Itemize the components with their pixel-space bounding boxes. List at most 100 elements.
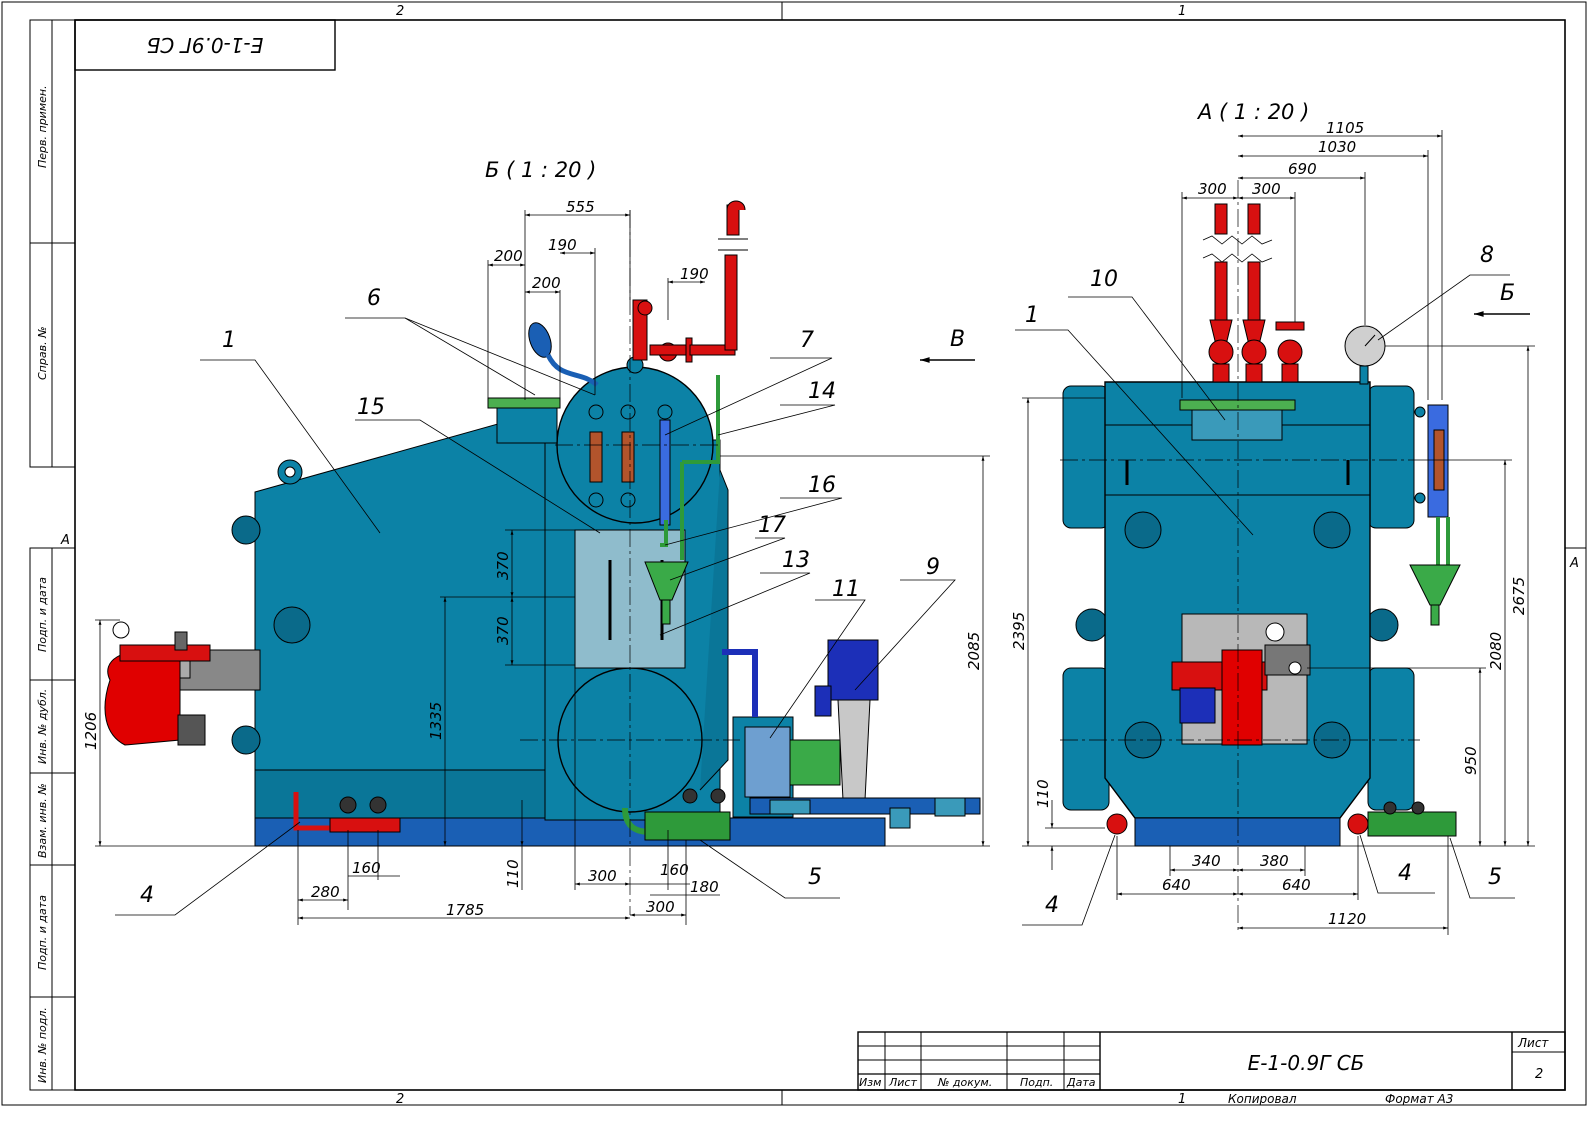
tb-list: Лист	[888, 1076, 917, 1089]
dim-1206: 1206	[82, 712, 100, 750]
tb-docum: № докум.	[937, 1076, 992, 1089]
dim-1105: 1105	[1326, 119, 1364, 137]
dim-300-b: 300	[646, 898, 675, 916]
tb-copied: Копировал	[1228, 1092, 1297, 1106]
tb-izm: Изм	[859, 1076, 881, 1089]
dim-1030: 1030	[1318, 138, 1356, 156]
view-a-title: А ( 1 : 20 )	[1196, 100, 1309, 124]
dim-300-a: 300	[588, 867, 617, 885]
callout-b-1: 1	[222, 328, 236, 353]
burner	[104, 621, 261, 746]
view-b-arrow-label: В	[950, 327, 965, 352]
callout-b-15: 15	[357, 395, 385, 420]
callout-b-16: 16	[808, 473, 836, 498]
callout-b-4: 4	[140, 883, 154, 908]
callouts-a	[1015, 274, 1515, 926]
zone-bottom-left: 2	[396, 1092, 404, 1107]
dim-690: 690	[1288, 160, 1317, 178]
drain-valves	[293, 792, 401, 833]
view-a: А ( 1 : 20 )	[1010, 100, 1535, 935]
callout-b-6: 6	[367, 286, 381, 311]
dim-160-a: 160	[352, 859, 381, 877]
strip-vzam-inv: Взам. инв. №	[36, 783, 49, 858]
dim-555: 555	[566, 198, 595, 216]
zone-side-left: A	[60, 533, 70, 548]
callout-b-11: 11	[832, 577, 860, 602]
callout-labels-b: 1 6 15 7 14 16 17 13 11 9 4 5	[140, 286, 940, 908]
dim-1120: 1120	[1328, 910, 1366, 928]
dim-2675: 2675	[1510, 577, 1528, 615]
cyclone-separator	[644, 561, 689, 601]
view-b-title: Б ( 1 : 20 )	[485, 158, 596, 182]
callout-b-13: 13	[782, 548, 810, 573]
burner-front	[1171, 622, 1311, 746]
top-stamp: Е-1-0.9Г СБ	[74, 19, 336, 71]
green-valve-group	[622, 788, 731, 841]
tb-sheet-label: Лист	[1517, 1036, 1549, 1050]
dim-labels-b: 555 200 190 200 190 370 370 1335 1206 20…	[82, 198, 983, 919]
view-a-arrow-label: Б	[1500, 281, 1515, 306]
dims-b	[95, 210, 990, 925]
pressure-gauge	[528, 322, 552, 358]
tb-sheet-number: 2	[1535, 1067, 1543, 1082]
side-strip: Перв. примен. Справ. № Подп. и дата Инв.…	[29, 19, 76, 1091]
dim-110-a: 110	[1034, 779, 1052, 808]
callouts-b	[115, 317, 956, 916]
dim-200-a: 200	[494, 247, 523, 265]
dim-340: 340	[1192, 852, 1221, 870]
callout-a-8: 8	[1480, 243, 1494, 268]
view-b: Б ( 1 : 20 )	[82, 158, 990, 925]
strip-inv-dubl: Инв. № дубл.	[36, 689, 49, 764]
feed-pump-assembly	[722, 639, 981, 829]
title-block: Изм Лист № докум. Подп. Дата Е-1-0.9Г СБ…	[857, 1031, 1566, 1106]
dim-380: 380	[1260, 852, 1289, 870]
callout-b-9: 9	[926, 555, 940, 580]
dim-190-b: 190	[680, 265, 709, 283]
dim-200-b: 200	[532, 274, 561, 292]
strip-sprav-no: Справ. №	[36, 326, 49, 380]
callout-a-5: 5	[1488, 865, 1502, 890]
water-gauges	[588, 404, 673, 526]
dim-180: 180	[690, 878, 719, 896]
zone-top-right: 1	[1178, 4, 1186, 19]
dim-2085: 2085	[965, 632, 983, 670]
dim-190-a: 190	[548, 236, 577, 254]
callout-b-7: 7	[800, 328, 814, 353]
strip-perv-primen: Перв. примен.	[36, 85, 49, 168]
dim-280: 280	[311, 883, 340, 901]
callout-a-4-right: 4	[1398, 861, 1412, 886]
dim-1785: 1785	[446, 901, 484, 919]
dim-300-left: 300	[1198, 180, 1227, 198]
dim-2080: 2080	[1487, 632, 1505, 670]
zone-side-right: A	[1569, 556, 1579, 571]
strip-podp-data-1: Подп. и дата	[36, 577, 49, 652]
dim-2395: 2395	[1010, 612, 1028, 650]
callout-a-10: 10	[1090, 267, 1118, 292]
dim-950: 950	[1462, 746, 1480, 775]
dim-300-right: 300	[1252, 180, 1281, 198]
tb-format: Формат А3	[1385, 1092, 1453, 1106]
top-stamp-text: Е-1-0.9Г СБ	[147, 33, 264, 57]
callout-b-17: 17	[758, 513, 786, 538]
dim-160-b: 160	[660, 861, 689, 879]
zone-bottom-right: 1	[1178, 1092, 1186, 1107]
strip-podp-data-2: Подп. и дата	[36, 895, 49, 970]
tb-designation: Е-1-0.9Г СБ	[1248, 1051, 1365, 1075]
zone-top-left: 2	[396, 4, 404, 19]
callout-b-5: 5	[808, 865, 822, 890]
safety-valve	[632, 200, 746, 363]
top-hatch	[496, 402, 558, 444]
strip-inv-podl: Инв. № подл.	[36, 1007, 49, 1083]
callout-labels-a: 10 1 8 4 4 5	[1025, 243, 1502, 918]
callout-a-4-left: 4	[1045, 893, 1059, 918]
callout-b-14: 14	[808, 379, 836, 404]
dim-370-a: 370	[494, 551, 512, 580]
dim-1335: 1335	[427, 702, 445, 740]
boiler-body	[254, 407, 561, 771]
dim-110-b: 110	[504, 859, 522, 888]
dim-370-b: 370	[494, 616, 512, 645]
tb-data: Дата	[1066, 1076, 1096, 1089]
dim-640-left: 640	[1162, 876, 1191, 894]
